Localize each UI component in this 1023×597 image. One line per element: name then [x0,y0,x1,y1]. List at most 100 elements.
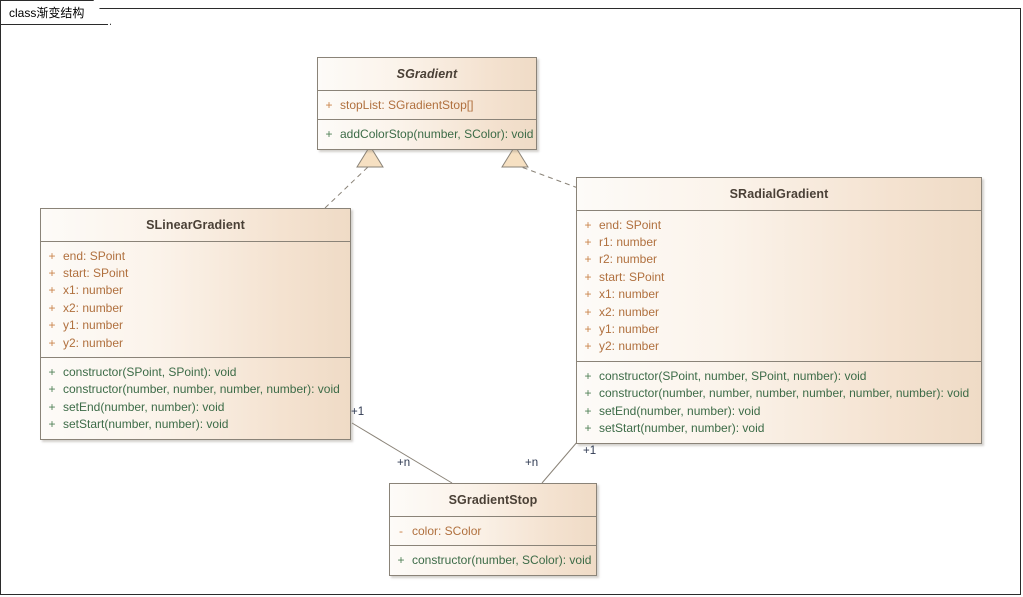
title-tab-underline [0,24,108,25]
visibility-marker: + [584,386,592,401]
method-row: + setStart(number, number): void [41,416,350,433]
method-row: + constructor(number, number, number, nu… [577,385,981,402]
attribute-text: x1: number [599,287,660,302]
visibility-marker: + [584,322,592,337]
method-text: constructor(number, number, number, numb… [63,382,340,397]
visibility-marker: + [584,217,592,232]
visibility-marker: + [397,553,405,568]
attribute-row: + r1: number [577,233,981,250]
class-box-slineargradient[interactable]: SLinearGradient + end: SPoint + start: S… [40,208,351,440]
attributes-section-sgradientstop: - color: SColor [390,517,596,545]
attribute-row: + y1: number [577,320,981,337]
attribute-row: + r2: number [577,251,981,268]
attribute-row: + x2: number [577,303,981,320]
method-text: constructor(number, number, number, numb… [599,386,970,401]
attribute-text: y2: number [63,335,124,350]
method-row: + constructor(number, number, number, nu… [41,381,350,398]
class-title-sgradient: SGradient [318,58,536,91]
attribute-text: y2: number [599,339,660,354]
method-row: + constructor(number, SColor): void [390,551,596,568]
attribute-text: x1: number [63,283,124,298]
method-text: constructor(number, SColor): void [412,553,592,568]
visibility-marker: + [584,304,592,319]
class-title-sgradientstop: SGradientStop [390,484,596,517]
visibility-marker: + [48,248,56,263]
visibility-marker: + [48,318,56,333]
attributes-section-sgradient: + stopList: SGradientStop[] [318,91,536,119]
visibility-marker: + [48,300,56,315]
visibility-marker: + [584,269,592,284]
methods-section-slineargradient: + constructor(SPoint, SPoint): void + co… [41,357,350,439]
attribute-row: + y2: number [577,338,981,355]
multiplicity-linear-source: +1 [351,406,365,418]
attribute-text: y1: number [63,318,124,333]
method-text: setStart(number, number): void [599,420,765,435]
method-row: + constructor(SPoint, SPoint): void [41,363,350,380]
visibility-marker: + [48,417,56,432]
method-row: + setEnd(number, number): void [577,402,981,419]
diagram-frame [0,8,1021,595]
attribute-row: + x2: number [41,299,350,316]
multiplicity-radial-source: +1 [583,445,597,457]
attribute-row: - color: SColor [390,522,596,539]
visibility-marker: + [48,399,56,414]
visibility-marker: - [399,523,403,538]
visibility-marker: + [48,382,56,397]
diagram-title-tab[interactable]: class渐变结构 [0,0,111,25]
class-box-sgradientstop[interactable]: SGradientStop - color: SColor + construc… [389,483,597,576]
attribute-row: + start: SPoint [41,264,350,281]
visibility-marker: + [584,403,592,418]
attribute-text: y1: number [599,322,660,337]
method-text: setEnd(number, number): void [599,403,761,418]
method-row: + addColorStop(number, SColor): void [318,125,536,142]
class-box-sradialgradient[interactable]: SRadialGradient + end: SPoint + r1: numb… [576,177,982,444]
attribute-row: + start: SPoint [577,268,981,285]
multiplicity-radial-target: +n [525,457,539,469]
methods-section-sgradient: + addColorStop(number, SColor): void [318,119,536,148]
attribute-text: start: SPoint [63,266,129,281]
visibility-marker: + [584,368,592,383]
attribute-row: + y1: number [41,317,350,334]
attributes-section-slineargradient: + end: SPoint + start: SPoint + x1: numb… [41,242,350,357]
attribute-text: x2: number [63,300,124,315]
visibility-marker: + [584,287,592,302]
visibility-marker: + [325,97,333,112]
class-box-sgradient[interactable]: SGradient + stopList: SGradientStop[] + … [317,57,537,150]
visibility-marker: + [48,266,56,281]
methods-section-sradialgradient: + constructor(SPoint, number, SPoint, nu… [577,361,981,443]
method-text: setEnd(number, number): void [63,399,225,414]
method-text: constructor(SPoint, number, SPoint, numb… [599,368,867,383]
attribute-row: + x1: number [41,282,350,299]
attributes-section-sradialgradient: + end: SPoint + r1: number + r2: number … [577,211,981,361]
method-text: setStart(number, number): void [63,417,229,432]
attribute-text: r2: number [599,252,658,267]
attribute-text: start: SPoint [599,269,665,284]
attribute-text: x2: number [599,304,660,319]
attribute-row: + y2: number [41,334,350,351]
method-row: + constructor(SPoint, number, SPoint, nu… [577,367,981,384]
method-row: + setStart(number, number): void [577,419,981,436]
multiplicity-linear-target: +n [397,457,411,469]
attribute-row: + end: SPoint [41,247,350,264]
visibility-marker: + [48,365,56,380]
visibility-marker: + [48,283,56,298]
diagram-title-label: class渐变结构 [9,6,85,20]
visibility-marker: + [584,420,592,435]
method-text: constructor(SPoint, SPoint): void [63,365,237,380]
visibility-marker: + [48,335,56,350]
attribute-row: + stopList: SGradientStop[] [318,96,536,113]
class-title-sradialgradient: SRadialGradient [577,178,981,211]
method-text: addColorStop(number, SColor): void [340,127,534,142]
visibility-marker: + [584,235,592,250]
methods-section-sgradientstop: + constructor(number, SColor): void [390,545,596,574]
method-row: + setEnd(number, number): void [41,398,350,415]
attribute-row: + end: SPoint [577,216,981,233]
visibility-marker: + [584,339,592,354]
attribute-text: stopList: SGradientStop[] [340,97,474,112]
attribute-row: + x1: number [577,286,981,303]
class-title-slineargradient: SLinearGradient [41,209,350,242]
visibility-marker: + [325,127,333,142]
attribute-text: end: SPoint [63,248,126,263]
visibility-marker: + [584,252,592,267]
